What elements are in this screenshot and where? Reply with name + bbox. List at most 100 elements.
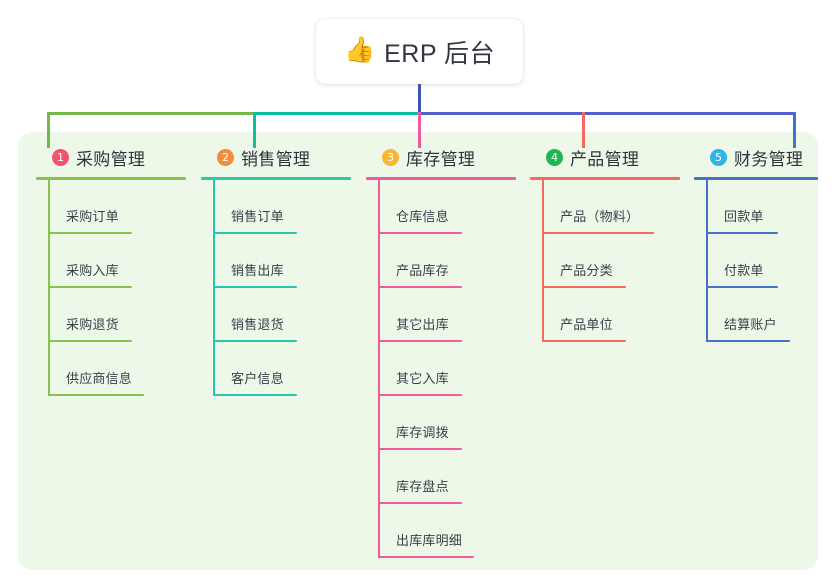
branch-number-badge: 1 [52, 148, 69, 166]
branch-item[interactable]: 产品库存 [366, 234, 516, 288]
branch-item-label: 供应商信息 [66, 371, 133, 386]
branch-item-rule [378, 286, 462, 288]
branch-item-list: 回款单付款单结算账户 [694, 180, 818, 342]
branch-item[interactable]: 销售出库 [201, 234, 351, 288]
branch-item-list: 产品（物料） 产品分类产品单位 [530, 180, 680, 342]
branch-item-label: 客户信息 [231, 371, 284, 386]
branch-item-label: 采购入库 [66, 263, 119, 278]
branch-item-rule [48, 340, 132, 342]
branch-item-rule [378, 232, 462, 234]
branch-item-label: 其它入库 [396, 371, 449, 386]
branch-item-label: 销售退货 [231, 317, 284, 332]
branch-item-rule [213, 232, 297, 234]
branch-item-label: 仓库信息 [396, 209, 449, 224]
branch-header-rule [366, 177, 516, 180]
branch-item[interactable]: 仓库信息 [366, 180, 516, 234]
branch-item[interactable]: 其它入库 [366, 342, 516, 396]
branch-item-label: 付款单 [724, 263, 764, 278]
branch-item-list: 销售订单销售出库销售退货客户信息 [201, 180, 351, 396]
branch-item[interactable]: 产品单位 [530, 288, 680, 342]
branch-item-label: 库存调拨 [396, 425, 449, 440]
branch-item[interactable]: 产品分类 [530, 234, 680, 288]
branch-item-label: 回款单 [724, 209, 764, 224]
root-node[interactable]: 👍 ERP 后台 [316, 19, 523, 84]
branch-item-rule [542, 286, 626, 288]
branch-item[interactable]: 结算账户 [694, 288, 818, 342]
branch-title: 财务管理 [734, 149, 804, 169]
branch-item-label: 出库库明细 [396, 533, 463, 548]
branch-item[interactable]: 供应商信息 [36, 342, 186, 396]
branch-header[interactable]: 2 销售管理 [201, 145, 351, 169]
branch-item[interactable]: 产品（物料） [530, 180, 680, 234]
branch-item[interactable]: 出库库明细 [366, 504, 516, 558]
branch-item-rule [48, 394, 144, 396]
branches-background-panel [18, 132, 818, 570]
branch-column: 3 库存管理仓库信息产品库存其它出库其它入库库存调拨库存盘点出库库明细 [366, 145, 516, 558]
branch-column: 4 产品管理产品（物料） 产品分类产品单位 [530, 145, 680, 342]
branch-header-rule [530, 177, 680, 180]
branch-item[interactable]: 库存盘点 [366, 450, 516, 504]
branch-item-rule [542, 232, 654, 234]
branch-item[interactable]: 回款单 [694, 180, 818, 234]
branch-item[interactable]: 销售订单 [201, 180, 351, 234]
branch-item-label: 产品单位 [560, 317, 613, 332]
branch-item-rule [378, 556, 474, 558]
branch-item-rule [378, 448, 462, 450]
branch-header-rule [694, 177, 818, 180]
branch-number-badge: 4 [546, 148, 563, 166]
branch-item-label: 销售订单 [231, 209, 284, 224]
branch-item-label: 产品分类 [560, 263, 613, 278]
branch-item[interactable]: 库存调拨 [366, 396, 516, 450]
branch-item-rule [213, 286, 297, 288]
branch-item-rule [213, 394, 297, 396]
branch-trunk-line [378, 180, 380, 558]
root-title: ERP 后台 [384, 39, 496, 68]
branch-item-rule [378, 502, 462, 504]
branch-item[interactable]: 其它出库 [366, 288, 516, 342]
branch-trunk-line [213, 180, 215, 396]
branch-item-rule [48, 286, 132, 288]
branch-item-rule [706, 286, 778, 288]
branch-title: 销售管理 [241, 149, 311, 169]
branch-column: 1 采购管理采购订单采购入库采购退货供应商信息 [36, 145, 186, 396]
branch-item-label: 库存盘点 [396, 479, 449, 494]
branch-item-rule [706, 232, 778, 234]
branch-title: 产品管理 [570, 149, 640, 169]
branch-item-rule [706, 340, 790, 342]
branch-item-rule [378, 394, 462, 396]
branch-item[interactable]: 销售退货 [201, 288, 351, 342]
branch-item-label: 结算账户 [724, 317, 777, 332]
branch-item-rule [378, 340, 462, 342]
branch-title: 采购管理 [76, 149, 146, 169]
branch-number-badge: 3 [382, 148, 399, 166]
branch-item[interactable]: 采购入库 [36, 234, 186, 288]
branch-item-list: 采购订单采购入库采购退货供应商信息 [36, 180, 186, 396]
branch-title: 库存管理 [406, 149, 476, 169]
branch-item[interactable]: 付款单 [694, 234, 818, 288]
branch-item-list: 仓库信息产品库存其它出库其它入库库存调拨库存盘点出库库明细 [366, 180, 516, 558]
branch-item[interactable]: 采购退货 [36, 288, 186, 342]
branch-item-label: 采购订单 [66, 209, 119, 224]
branch-number-badge: 2 [217, 148, 234, 166]
branch-item-label: 其它出库 [396, 317, 449, 332]
branch-header[interactable]: 4 产品管理 [530, 145, 680, 169]
thumbs-up-icon: 👍 [343, 36, 376, 64]
branch-item-label: 采购退货 [66, 317, 119, 332]
branch-item[interactable]: 采购订单 [36, 180, 186, 234]
branch-item-rule [213, 340, 297, 342]
branch-column: 2 销售管理销售订单销售出库销售退货客户信息 [201, 145, 351, 396]
branch-header-rule [36, 177, 186, 180]
branch-header[interactable]: 3 库存管理 [366, 145, 516, 169]
branch-item-rule [542, 340, 626, 342]
branch-item-label: 产品库存 [396, 263, 449, 278]
branch-header[interactable]: 1 采购管理 [36, 145, 186, 169]
branch-trunk-line [706, 180, 708, 342]
branch-item-rule [48, 232, 132, 234]
branch-item-label: 销售出库 [231, 263, 284, 278]
branch-item[interactable]: 客户信息 [201, 342, 351, 396]
branch-header-rule [201, 177, 351, 180]
branch-item-label: 产品（物料） [560, 209, 640, 224]
